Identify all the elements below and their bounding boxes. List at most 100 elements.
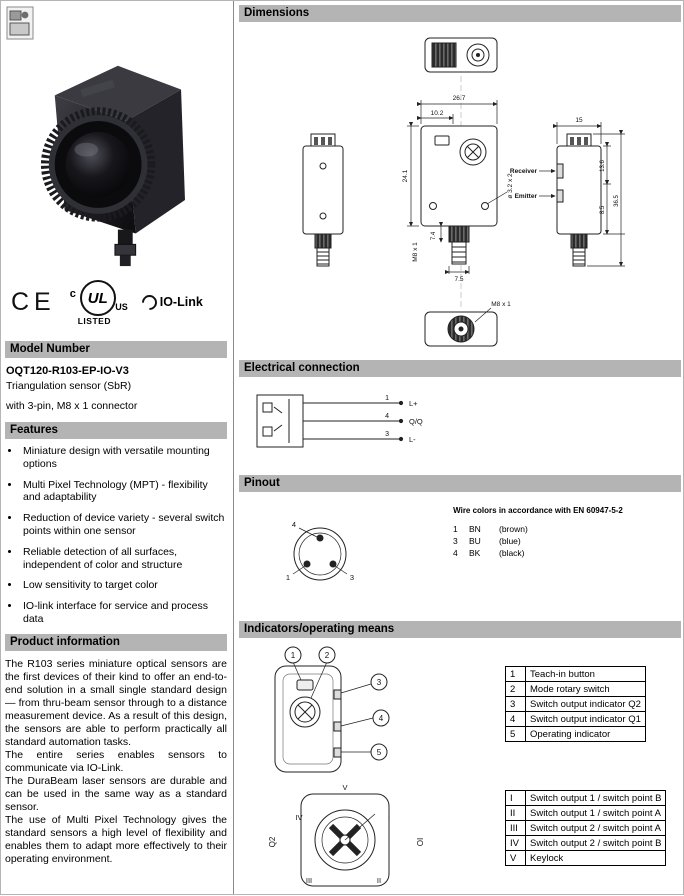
dim-label-13-6: 13.6 (600, 160, 606, 172)
io-link-logo: IO-Link (138, 291, 203, 313)
product-photo (5, 47, 215, 275)
dim-label-m8-bottom: M8 x 1 (491, 301, 511, 308)
table-row: 2 Mode rotary switch (505, 681, 646, 697)
feature-item: Miniature design with versatile mounting… (21, 445, 227, 471)
model-description-2: with 3-pin, M8 x 1 connector (6, 400, 138, 412)
product-info-paragraph: The use of Multi Pixel Technology gives … (5, 813, 227, 865)
certifications: CE c UL US LISTED IO-Link (11, 279, 227, 326)
pin-code: BK (469, 548, 481, 558)
indicator-legend-table: 1 Teach-in button 2 Mode rotary switch 3… (505, 666, 646, 742)
rotary-position-iv: IV (295, 813, 302, 822)
dim-label-emitter: Emitter (515, 193, 538, 200)
pin-number: 1 (453, 524, 458, 534)
table-row: 3 Switch output indicator Q2 (505, 696, 646, 712)
indicators-row-2: V I II III IV Q2 IO I Switch output 1 / … (239, 780, 681, 896)
rotary-labels: V I II III IV Q2 IO (268, 783, 424, 885)
feature-item: Low sensitivity to target color (21, 579, 227, 592)
pin-face-3-label: 3 (350, 573, 354, 582)
pin-color: (brown) (499, 524, 528, 534)
rotary-io-label: IO (415, 838, 424, 846)
pin-number: 3 (453, 536, 458, 546)
ul-listed-label: LISTED (77, 316, 111, 326)
left-column: CE c UL US LISTED IO-Link Model Number O… (1, 1, 234, 894)
table-row: IV Switch output 2 / switch point B (505, 835, 667, 851)
model-number-header: Model Number (5, 341, 227, 358)
dim-label-36-5: 36.5 (614, 195, 620, 207)
table-row: 1 Teach-in button (505, 666, 646, 682)
features-list: Miniature design with versatile mounting… (21, 445, 227, 626)
brand-logo-icon (6, 6, 34, 40)
product-information-text: The R103 series miniature optical sensor… (5, 658, 227, 866)
io-link-label: IO-Link (159, 295, 203, 309)
dim-bottom-view (424, 311, 498, 347)
table-row: II Switch output 1 / switch point A (505, 805, 667, 821)
dim-label-m8-front: M8 x 1 (412, 242, 419, 262)
pin-face-4-label: 4 (292, 520, 296, 529)
dim-label-7-4: 7.4 (431, 231, 437, 240)
wire-1-label: L+ (409, 399, 418, 408)
dim-label-8-5: 8.5 (600, 205, 606, 214)
product-info-paragraph: The entire series enables sensors to com… (5, 748, 227, 774)
dim-top-view (424, 37, 498, 73)
electrical-svg: 1 4 3 L+ Q/Q L- (256, 394, 423, 448)
wire-4-number: 4 (385, 413, 389, 420)
dimensions-header: Dimensions (239, 5, 681, 22)
product-information-header: Product information (5, 633, 227, 651)
table-row: V Keylock (505, 850, 667, 866)
dim-front-dimensions (407, 100, 508, 275)
electrical-sensor-box (256, 394, 304, 448)
pin-code: BN (469, 524, 481, 534)
table-row: III Switch output 2 / switch point A (505, 820, 667, 836)
feature-item: Multi Pixel Technology (MPT) - flexibili… (21, 479, 227, 505)
product-photo-image (40, 65, 185, 267)
indicators-row-1: 1 2 3 4 5 1 Teach-in button 2 (239, 644, 681, 780)
pin-code: BU (469, 536, 481, 546)
dim-front-view (420, 125, 498, 265)
rotary-position-ii: II (377, 876, 381, 885)
features-header: Features (5, 422, 227, 439)
pinout-note: Wire colors in accordance with EN 60947-… (453, 506, 623, 515)
pin-color: (black) (499, 548, 525, 558)
pinout-row: 3 BU (blue) (453, 535, 681, 547)
pinout-row: 4 BK (black) (453, 547, 681, 559)
table-row: 5 Operating indicator (505, 726, 646, 742)
pinout-section: 4 1 3 Wire colors in accordance with EN … (239, 492, 681, 621)
dimensions-drawing: 26.7 10.2 24.1 M8 x 1 7.4 7.5 ø 3.2 x 2 (239, 22, 681, 360)
callout-3: 3 (377, 678, 382, 687)
dim-label-hole: ø 3.2 x 2 (507, 173, 514, 199)
ul-listed-mark: c UL US LISTED (69, 280, 128, 326)
pin-face-1-label: 1 (286, 573, 290, 582)
indicators-header: Indicators/operating means (239, 621, 681, 638)
indicator-callouts: 1 2 3 4 5 (284, 646, 390, 761)
product-info-paragraph: The DuraBeam laser sensors are durable a… (5, 774, 227, 813)
rotary-position-i: I (388, 813, 390, 822)
electrical-drawing: 1 4 3 L+ Q/Q L- (239, 377, 681, 475)
dim-right-side-view (556, 133, 602, 267)
callout-1: 1 (291, 651, 296, 660)
rotary-q2-label: Q2 (268, 836, 277, 847)
rotary-legend-table: I Switch output 1 / switch point B II Sw… (505, 790, 667, 866)
pinout-header: Pinout (239, 475, 681, 492)
dim-label-15: 15 (575, 117, 583, 124)
model-number: OQT120-R103-EP-IO-V3 (6, 365, 129, 377)
callout-5: 5 (377, 748, 382, 757)
indicators-section: 1 2 3 4 5 1 Teach-in button 2 (239, 638, 681, 896)
dim-left-side-view (302, 133, 344, 267)
product-info-paragraph: The R103 series miniature optical sensor… (5, 657, 227, 748)
ul-us-label: US (115, 302, 128, 312)
feature-item: Reliable detection of all surfaces, inde… (21, 546, 227, 572)
right-column: Dimensions (235, 1, 684, 894)
electrical-connection-header: Electrical connection (239, 360, 681, 377)
indicator-leader-lines (292, 661, 374, 753)
model-description-1: Triangulation sensor (SbR) (6, 380, 132, 392)
table-row: 4 Switch output indicator Q1 (505, 711, 646, 727)
pinout-connector-face: 4 1 3 (286, 520, 354, 582)
wire-3-number: 3 (385, 431, 389, 438)
wire-3-label: L- (409, 435, 416, 444)
wire-4-label: Q/Q (409, 417, 423, 426)
electrical-wires (303, 400, 404, 442)
io-link-icon (138, 291, 160, 313)
pin-number: 4 (453, 548, 458, 558)
ul-c-label: c (69, 288, 76, 300)
